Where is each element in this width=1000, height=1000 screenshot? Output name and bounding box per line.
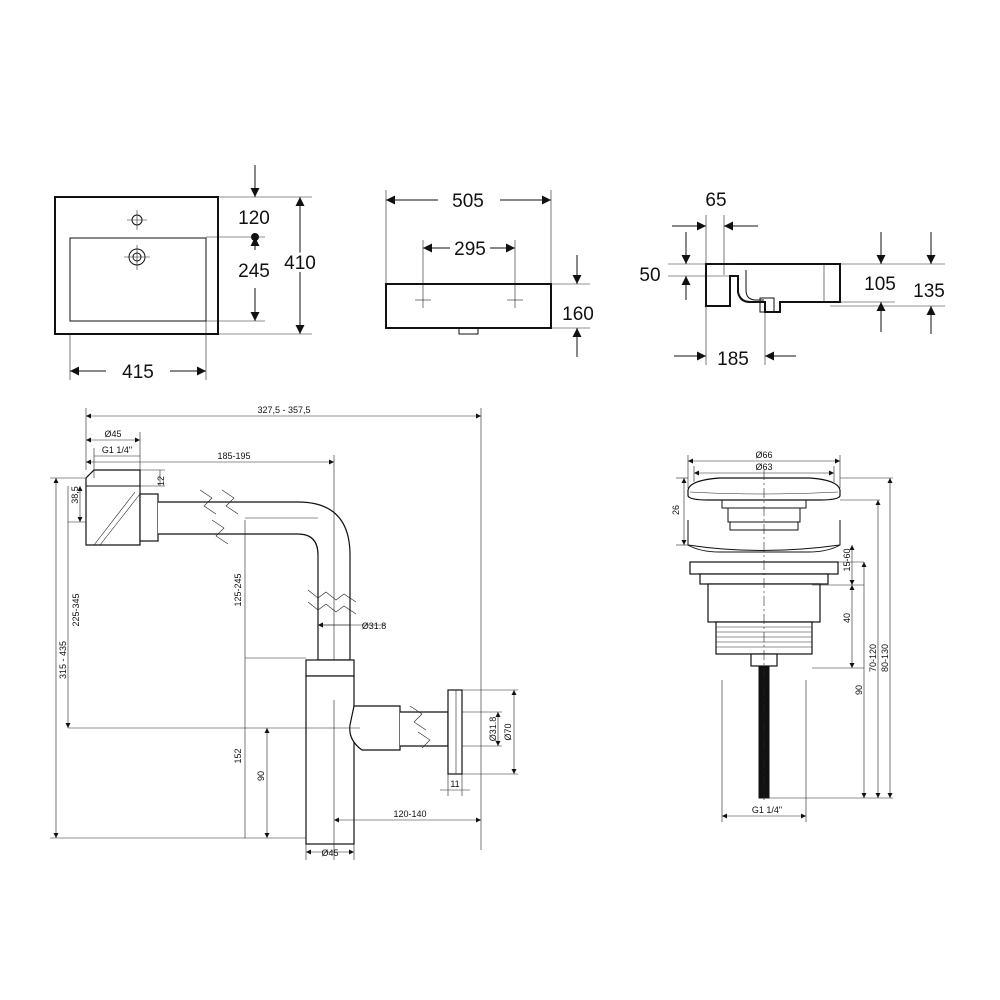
siphon-collar — [305, 659, 355, 677]
dim-80-130: 80-130 — [880, 644, 890, 672]
dim-basin-depth: 410 — [284, 253, 316, 274]
dim-flange-diameter: Ø70 — [503, 723, 513, 740]
siphon-horizontal-pipe — [158, 501, 351, 661]
dim-valve-thread: G1 1/4" — [752, 805, 782, 815]
dim-cap-inner: Ø63 — [755, 462, 772, 472]
left-hole-icon — [415, 292, 431, 308]
tap-hole-icon — [127, 210, 147, 230]
dim-12: 12 — [156, 476, 166, 486]
dim-side-depth: 185 — [717, 349, 749, 370]
dim-basin-width: 415 — [122, 362, 154, 383]
siphon-drawing: 327,5 - 357,5 Ø45 G1 1/4" 185-195 12 38,… — [50, 405, 518, 860]
dim-15-60: 15-60 — [842, 548, 852, 571]
wall-flange — [447, 689, 463, 775]
right-hole-icon — [507, 292, 523, 308]
dim-front-width: 505 — [452, 191, 484, 212]
dim-outlet-length: 120-140 — [393, 809, 426, 819]
basin-front-outline — [385, 283, 552, 329]
dim-side-inner: 105 — [864, 274, 896, 295]
dim-side-outer: 135 — [913, 281, 945, 302]
dim-315-435: 315 - 435 — [58, 641, 68, 679]
basin-side-section — [705, 263, 841, 313]
dim-152: 152 — [233, 748, 243, 763]
dim-side-rim: 50 — [639, 265, 660, 286]
basin-bowl-outline — [69, 237, 207, 322]
siphon-body — [305, 675, 355, 845]
dim-70-120: 70-120 — [868, 644, 878, 672]
dim-siphon-total: 327,5 - 357,5 — [257, 405, 310, 415]
dim-front-height: 160 — [562, 304, 594, 325]
dim-cap-outer: Ø66 — [755, 450, 772, 460]
dim-pipe-diameter: Ø31.8 — [362, 621, 387, 631]
dim-225-345: 225-345 — [71, 593, 81, 626]
drain-valve-drawing: Ø66 Ø63 26 15-60 40 90 70-120 80-130 G1 … — [671, 450, 893, 822]
basin-top-outline — [54, 196, 219, 335]
dim-hole-spacing: 295 — [454, 239, 486, 260]
dim-side-offset: 65 — [705, 190, 726, 211]
dim-90: 90 — [256, 771, 266, 781]
dim-flange-thickness: 11 — [450, 779, 459, 789]
dim-body-diameter: Ø45 — [321, 848, 338, 858]
basin-side-view: 65 50 105 135 185 — [639, 190, 947, 370]
dim-valve-90: 90 — [854, 685, 864, 695]
dim-40: 40 — [842, 613, 852, 623]
dim-125-245: 125-245 — [233, 573, 243, 606]
dim-outlet-diameter: Ø31.8 — [488, 717, 498, 742]
dim-38-5: 38,5 — [70, 486, 80, 504]
basin-top-view: 120 245 410 415 — [54, 165, 319, 383]
dim-horizontal-length: 185-195 — [217, 451, 250, 461]
drain-hole-icon — [124, 245, 150, 270]
dim-cap-height: 26 — [671, 505, 681, 515]
siphon-inlet — [85, 469, 141, 546]
siphon-outlet — [349, 705, 401, 751]
dim-tap-offset: 120 — [238, 208, 270, 229]
dim-drain-offset: 245 — [238, 261, 270, 282]
dim-inlet-thread: G1 1/4" — [102, 445, 132, 455]
dim-inlet-diameter: Ø45 — [104, 429, 121, 439]
basin-front-view: 505 295 160 — [385, 190, 594, 357]
